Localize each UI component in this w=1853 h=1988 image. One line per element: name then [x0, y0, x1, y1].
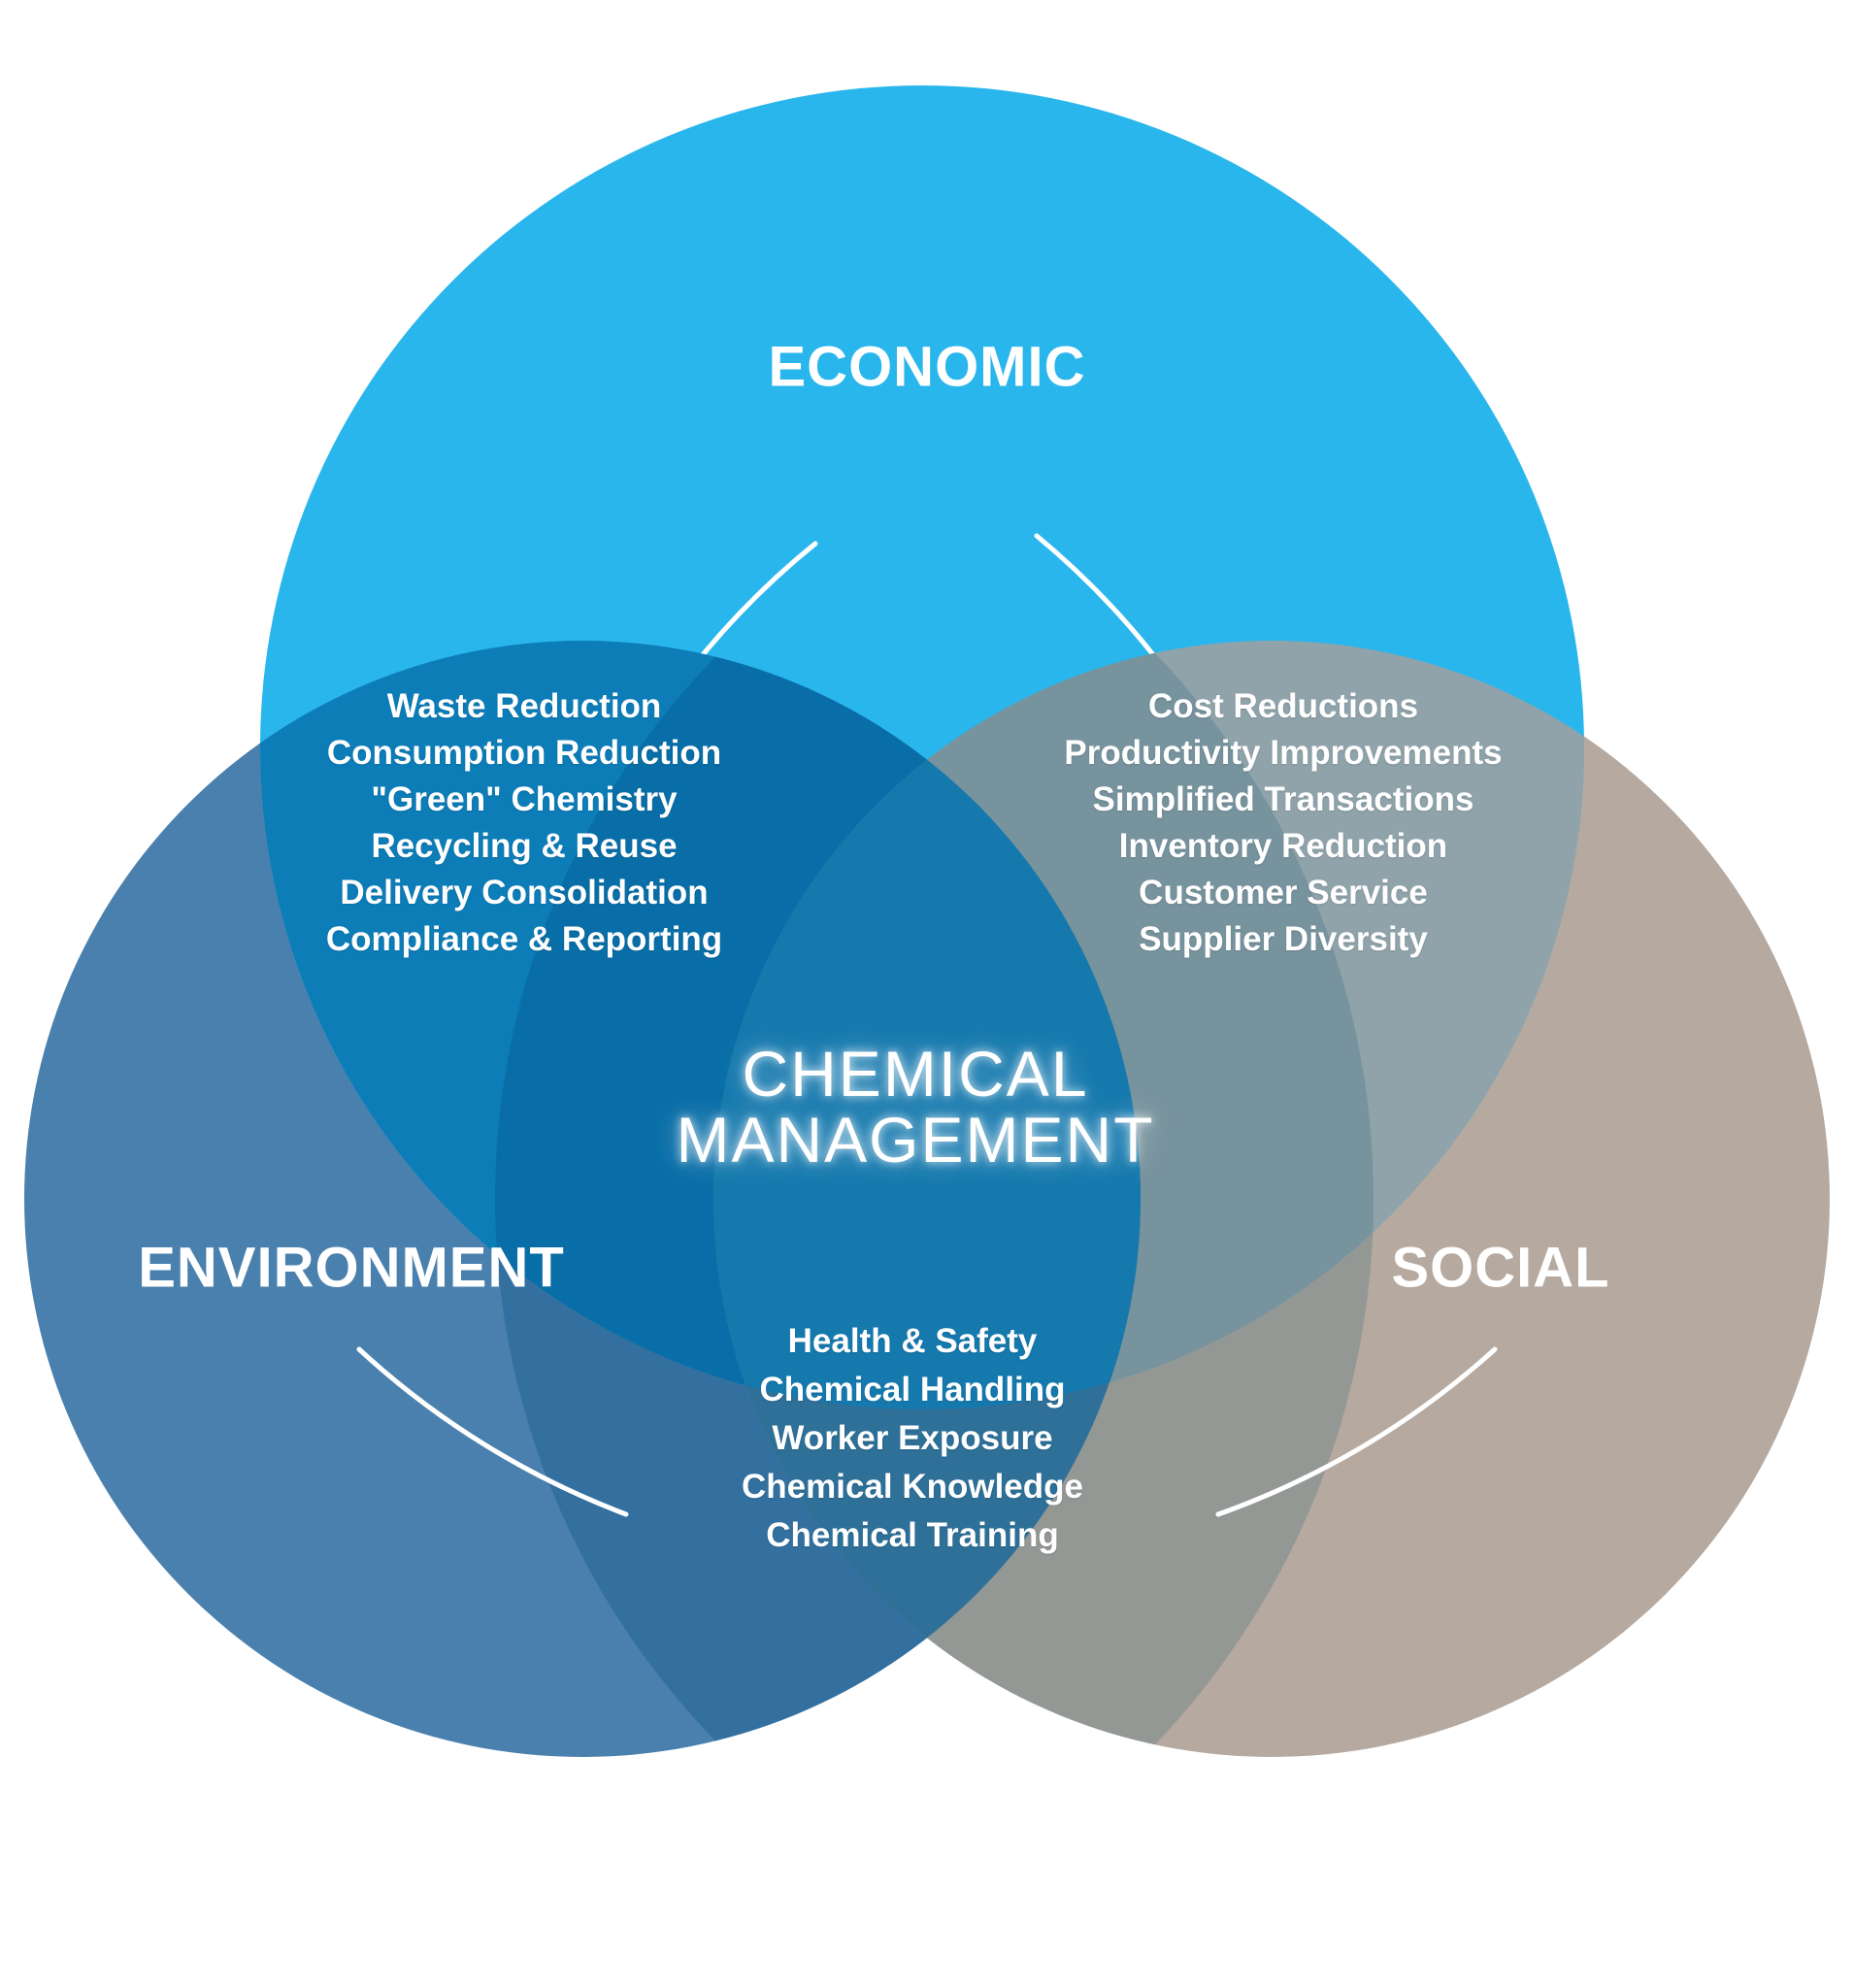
decorative-arc-top-left — [677, 541, 818, 687]
list-item: "Green" Chemistry — [371, 780, 678, 818]
list-item: Health & Safety — [787, 1322, 1038, 1360]
list-item: Chemical Knowledge — [741, 1468, 1084, 1506]
list-item: Cost Reductions — [1147, 687, 1419, 725]
triple-overlap — [713, 641, 1141, 1409]
list-item: Productivity Improvements — [1064, 734, 1503, 772]
social-label: SOCIAL — [1391, 1236, 1610, 1300]
list-item: Customer Service — [1139, 874, 1428, 911]
decorative-arc-bottom-right — [1215, 1346, 1498, 1517]
environment-side-tint — [495, 422, 1853, 1975]
list-item: Consumption Reduction — [326, 734, 722, 772]
economic-label: ECONOMIC — [768, 335, 1086, 399]
list-item: Delivery Consolidation — [340, 874, 709, 911]
list-item: Waste Reduction — [386, 687, 662, 725]
list-item: Inventory Reduction — [1118, 827, 1448, 865]
list-item: Recycling & Reuse — [371, 827, 678, 865]
list-item: Worker Exposure — [772, 1419, 1053, 1457]
center-title-line1: CHEMICAL — [742, 1038, 1089, 1110]
center-title-line2: MANAGEMENT — [676, 1104, 1155, 1176]
list-item: Simplified Transactions — [1092, 780, 1474, 818]
social-side-tint — [0, 408, 1373, 1988]
list-item: Compliance & Reporting — [325, 920, 723, 958]
list-item: Supplier Diversity — [1139, 920, 1428, 958]
list-item: Chemical Handling — [759, 1371, 1066, 1408]
center-title: CHEMICAL MANAGEMENT — [676, 1041, 1154, 1173]
list-item: Chemical Training — [766, 1516, 1059, 1554]
decorative-arc-top-right — [1034, 533, 1168, 673]
decorative-arc-bottom-left — [356, 1346, 629, 1517]
environment-label: ENVIRONMENT — [138, 1236, 565, 1300]
